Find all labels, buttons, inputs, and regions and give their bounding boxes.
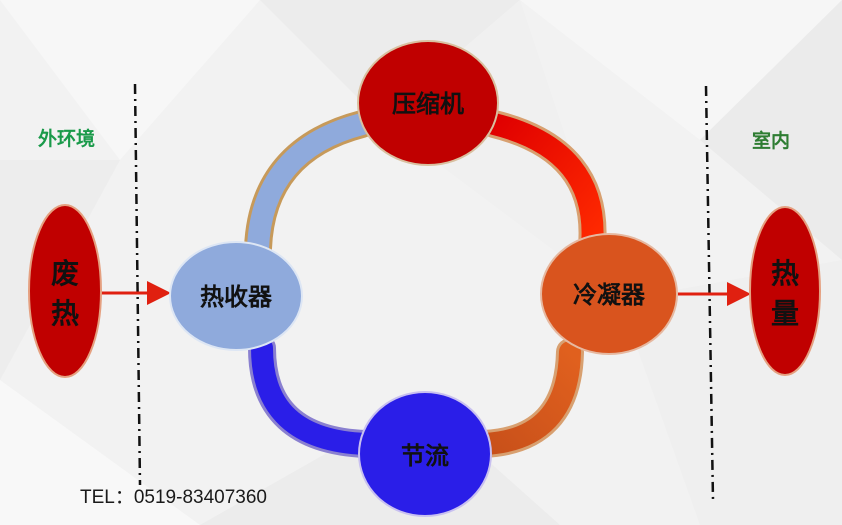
heat-label-2: 量 [771, 297, 799, 330]
boundary-line-left [133, 83, 142, 486]
zone-label-outside: 外环境 [38, 128, 96, 150]
node-throttle: 节流 [358, 391, 492, 517]
node-compressor: 压缩机 [357, 40, 499, 166]
compressor-label: 压缩机 [392, 89, 464, 118]
node-waste-heat: 废 热 [28, 204, 102, 378]
node-heat: 热 量 [749, 206, 821, 376]
footer-telephone: TEL：0519-83407360 [80, 487, 267, 508]
zone-label-indoor: 室内 [752, 130, 791, 152]
node-condenser: 冷凝器 [540, 233, 678, 355]
absorber-label: 热收器 [200, 282, 273, 311]
node-absorber: 热收器 [169, 241, 303, 351]
condenser-label: 冷凝器 [573, 280, 646, 309]
waste-heat-label-1: 废 [51, 257, 79, 290]
waste-heat-label-2: 热 [51, 297, 79, 330]
heat-label-1: 热 [771, 257, 799, 290]
throttle-label: 节流 [401, 441, 449, 470]
